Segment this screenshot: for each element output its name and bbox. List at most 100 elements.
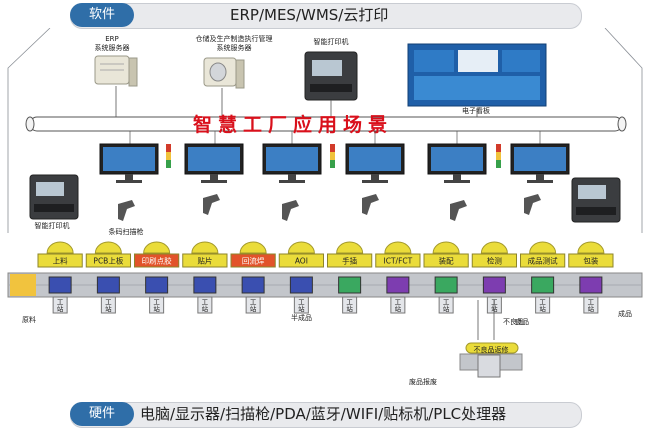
station-label-box (85, 253, 131, 268)
workstation-char-1: 工 (202, 298, 209, 306)
workstation-box (293, 296, 309, 314)
workstation-char-2: 站 (491, 304, 498, 313)
workstation-box (438, 296, 454, 314)
station-name: 印刷点胶 (142, 256, 172, 266)
pcb-board (386, 276, 410, 294)
station-label-box (230, 253, 276, 268)
good-arrow-label: 良品 (515, 317, 529, 326)
erp-server-label1: ERP (105, 35, 119, 43)
frame-lines (7, 28, 643, 233)
station-dome (191, 241, 219, 254)
monitor (510, 143, 570, 183)
workstation-box (149, 296, 165, 314)
workstation-box (390, 296, 406, 314)
printer-right (571, 177, 621, 223)
network-pipe (25, 116, 627, 132)
workstation-char-1: 工 (539, 298, 546, 306)
station-dome (94, 241, 122, 254)
scrap-label: 废品报废 (409, 377, 437, 386)
workstation-char-2: 站 (443, 304, 450, 313)
station-dome (529, 241, 557, 254)
station-name: 上料 (53, 256, 68, 266)
station-name: 手插 (342, 256, 357, 266)
workstation-char-1: 工 (588, 298, 595, 306)
workstation-char-2: 站 (395, 304, 402, 313)
station-label-box (278, 253, 324, 268)
signal-towers (166, 144, 501, 168)
station-dome (46, 241, 74, 254)
scanners (118, 194, 541, 221)
workstation-box (245, 296, 261, 314)
pcb-board (48, 276, 72, 294)
printer-left (29, 174, 79, 220)
monitor (427, 143, 487, 183)
workstation-char-1: 工 (491, 298, 498, 306)
finished-label: 成品 (618, 309, 632, 318)
repair-branch (477, 300, 495, 340)
semi-product-label: 半成品 (291, 313, 312, 322)
station-dome (384, 241, 412, 254)
software-bar (70, 3, 582, 29)
raw-material-label: 原料 (22, 315, 36, 324)
station-name: 包装 (583, 256, 598, 266)
workstation-char-1: 工 (153, 298, 160, 306)
monitor (345, 143, 405, 183)
station-label-box (327, 253, 373, 268)
workstation-char-1: 工 (250, 298, 257, 306)
monitor (262, 143, 322, 183)
workstation-box (197, 296, 213, 314)
workstation-char-2: 站 (105, 304, 112, 313)
pcb-board (338, 276, 362, 294)
stations-layer: 上料工站PCB上板工站印刷点胶工站贴片工站回流焊工站AOI工站手插工站ICT/F… (37, 241, 614, 314)
pcb-board (96, 276, 120, 294)
workstation-char-2: 站 (346, 304, 353, 313)
mes-server (203, 57, 245, 118)
bad-arrow-label: 不良品 (503, 317, 524, 326)
pcb-board (482, 276, 506, 294)
workstation-char-1: 工 (346, 298, 353, 306)
workstation-char-1: 工 (443, 298, 450, 306)
station: 检测工站 (471, 241, 517, 314)
station-dome (287, 241, 315, 254)
monitor (99, 143, 159, 183)
pcb-board (289, 276, 313, 294)
pcb-board (193, 276, 217, 294)
banner-title: 智慧工厂应用场景 (193, 113, 393, 136)
drop-lines (129, 131, 541, 144)
workstation-char-1: 工 (105, 298, 112, 306)
station-name: 检测 (487, 256, 502, 266)
pcb-board (434, 276, 458, 294)
station-name: 装配 (439, 256, 454, 266)
mes-server-label1: 仓储及生产制造执行管理 (196, 34, 273, 43)
printer-top (304, 51, 358, 118)
workstation-box (535, 296, 551, 314)
pcb-board (579, 276, 603, 294)
workstation-char-2: 站 (588, 304, 595, 313)
station-label-box (520, 253, 566, 268)
workstation-char-2: 站 (153, 304, 160, 313)
station-label-box (423, 253, 469, 268)
repair-label: 不良品返修 (474, 345, 509, 354)
workstation-box (52, 296, 68, 314)
kanban-board (407, 43, 547, 118)
station-label-box (37, 253, 83, 268)
station-dome (143, 241, 171, 254)
pcb-board (241, 276, 265, 294)
monitors (99, 143, 570, 183)
erp-server (94, 55, 138, 118)
workstation-char-1: 工 (57, 298, 64, 306)
monitor (184, 143, 244, 183)
station-name: 贴片 (197, 256, 212, 266)
station-name: AOI (295, 257, 308, 266)
station-name: ICT/FCT (384, 257, 413, 266)
software-text: ERP/MES/WMS/云打印 (230, 6, 389, 24)
hardware-bar (70, 402, 582, 428)
